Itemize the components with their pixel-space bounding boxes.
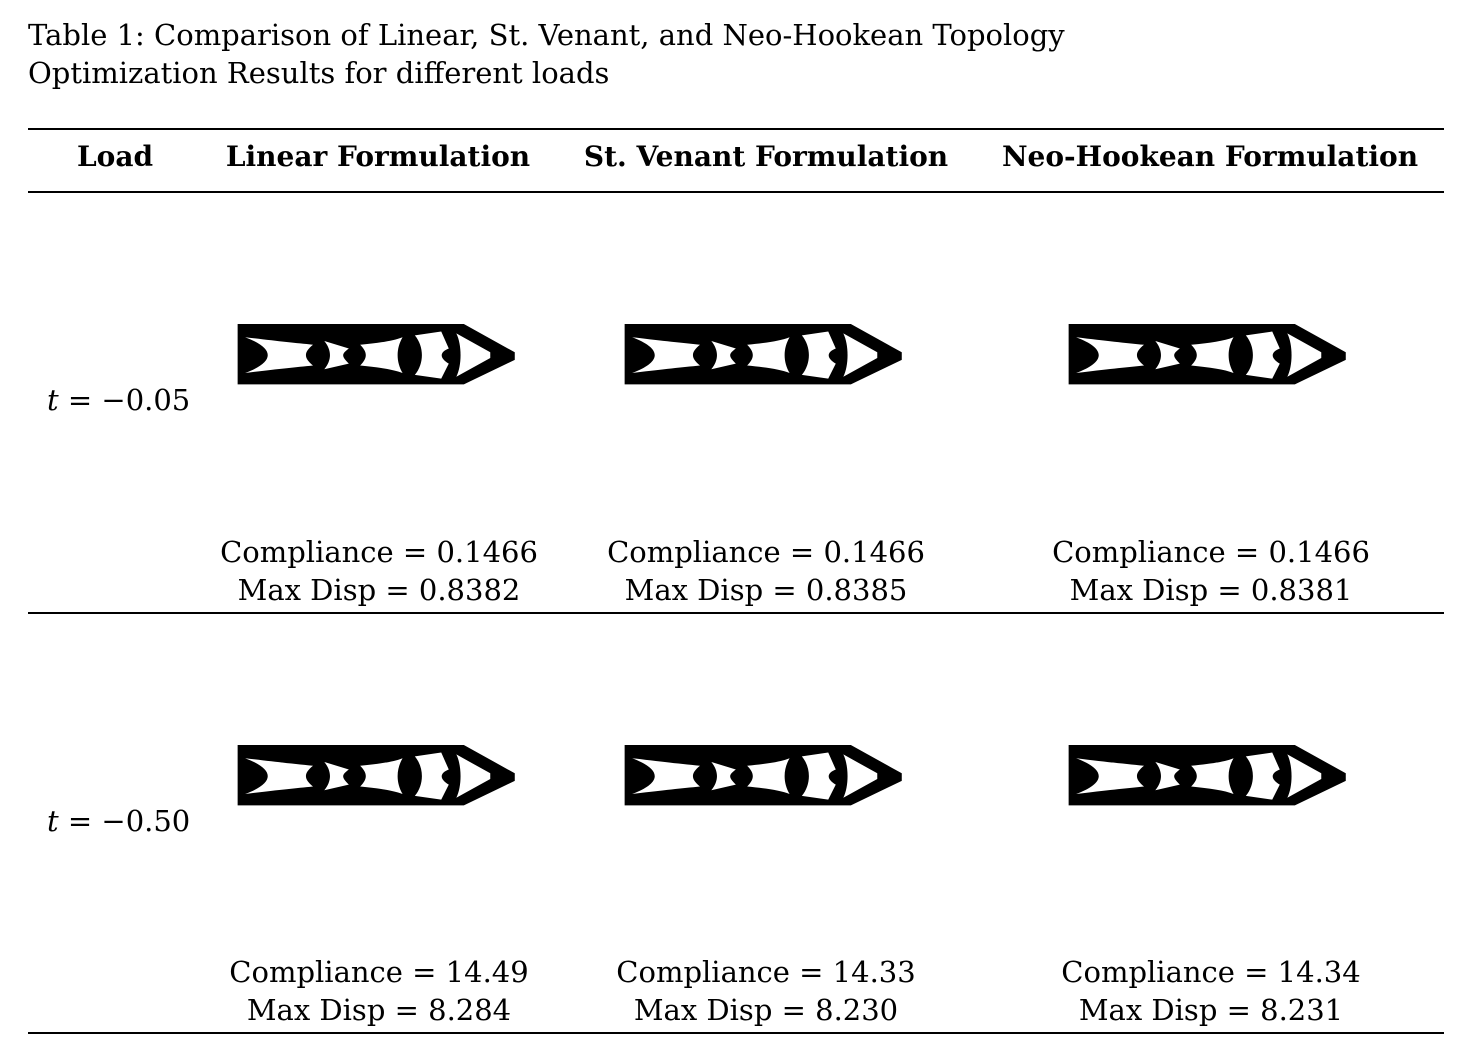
load-label-row-1: t = −0.05 — [47, 383, 190, 417]
header-linear-formulation: Linear Formulation — [225, 140, 531, 173]
compliance-value: Compliance = 14.34 — [1061, 955, 1361, 989]
compliance-value: Compliance = 14.49 — [229, 955, 529, 989]
max-disp-value: Max Disp = 8.230 — [633, 993, 899, 1027]
max-disp-value: Max Disp = 8.231 — [1078, 993, 1344, 1027]
max-disp-value: Max Disp = 8.284 — [246, 993, 512, 1027]
header-rule — [28, 191, 1444, 193]
max-disp-value: Max Disp = 0.8385 — [624, 573, 908, 607]
max-disp-value: Max Disp = 0.8381 — [1069, 573, 1353, 607]
compliance-value: Compliance = 0.1466 — [1052, 535, 1370, 569]
load-variable: t — [47, 804, 59, 838]
compliance-value: Compliance = 14.33 — [616, 955, 916, 989]
results-linear-row-1: Compliance = 0.1466 Max Disp = 0.8382 — [220, 533, 538, 609]
header-load: Load — [76, 140, 154, 173]
load-variable: t — [47, 383, 59, 417]
results-st-venant-row-2: Compliance = 14.33 Max Disp = 8.230 — [616, 953, 915, 1029]
results-linear-row-2: Compliance = 14.49 Max Disp = 8.284 — [229, 953, 528, 1029]
results-neo-hookean-row-1: Compliance = 0.1466 Max Disp = 0.8381 — [1052, 533, 1370, 609]
header-neo-hookean-formulation: Neo-Hookean Formulation — [1001, 140, 1419, 173]
caption-line-1: Table 1: Comparison of Linear, St. Venan… — [28, 18, 1065, 52]
topology-image-st-venant-row-2 — [619, 745, 913, 811]
load-value: = −0.50 — [58, 804, 191, 838]
load-value: = −0.05 — [58, 383, 191, 417]
row-separator — [28, 612, 1444, 614]
max-disp-value: Max Disp = 0.8382 — [237, 573, 521, 607]
topology-image-linear-row-1 — [232, 324, 526, 390]
header-st-venant-formulation: St. Venant Formulation — [583, 140, 949, 173]
topology-image-st-venant-row-1 — [619, 324, 913, 390]
results-neo-hookean-row-2: Compliance = 14.34 Max Disp = 8.231 — [1061, 953, 1360, 1029]
topology-image-neo-hookean-row-2 — [1063, 745, 1357, 811]
load-label-row-2: t = −0.50 — [47, 804, 190, 838]
compliance-value: Compliance = 0.1466 — [607, 535, 925, 569]
bottom-rule — [28, 1032, 1444, 1034]
compliance-value: Compliance = 0.1466 — [220, 535, 538, 569]
topology-image-neo-hookean-row-1 — [1063, 324, 1357, 390]
topology-image-linear-row-2 — [232, 745, 526, 811]
results-st-venant-row-1: Compliance = 0.1466 Max Disp = 0.8385 — [607, 533, 925, 609]
table-caption: Table 1: Comparison of Linear, St. Venan… — [28, 16, 1065, 92]
caption-line-2: Optimization Results for different loads — [28, 56, 610, 90]
top-rule — [28, 128, 1444, 130]
